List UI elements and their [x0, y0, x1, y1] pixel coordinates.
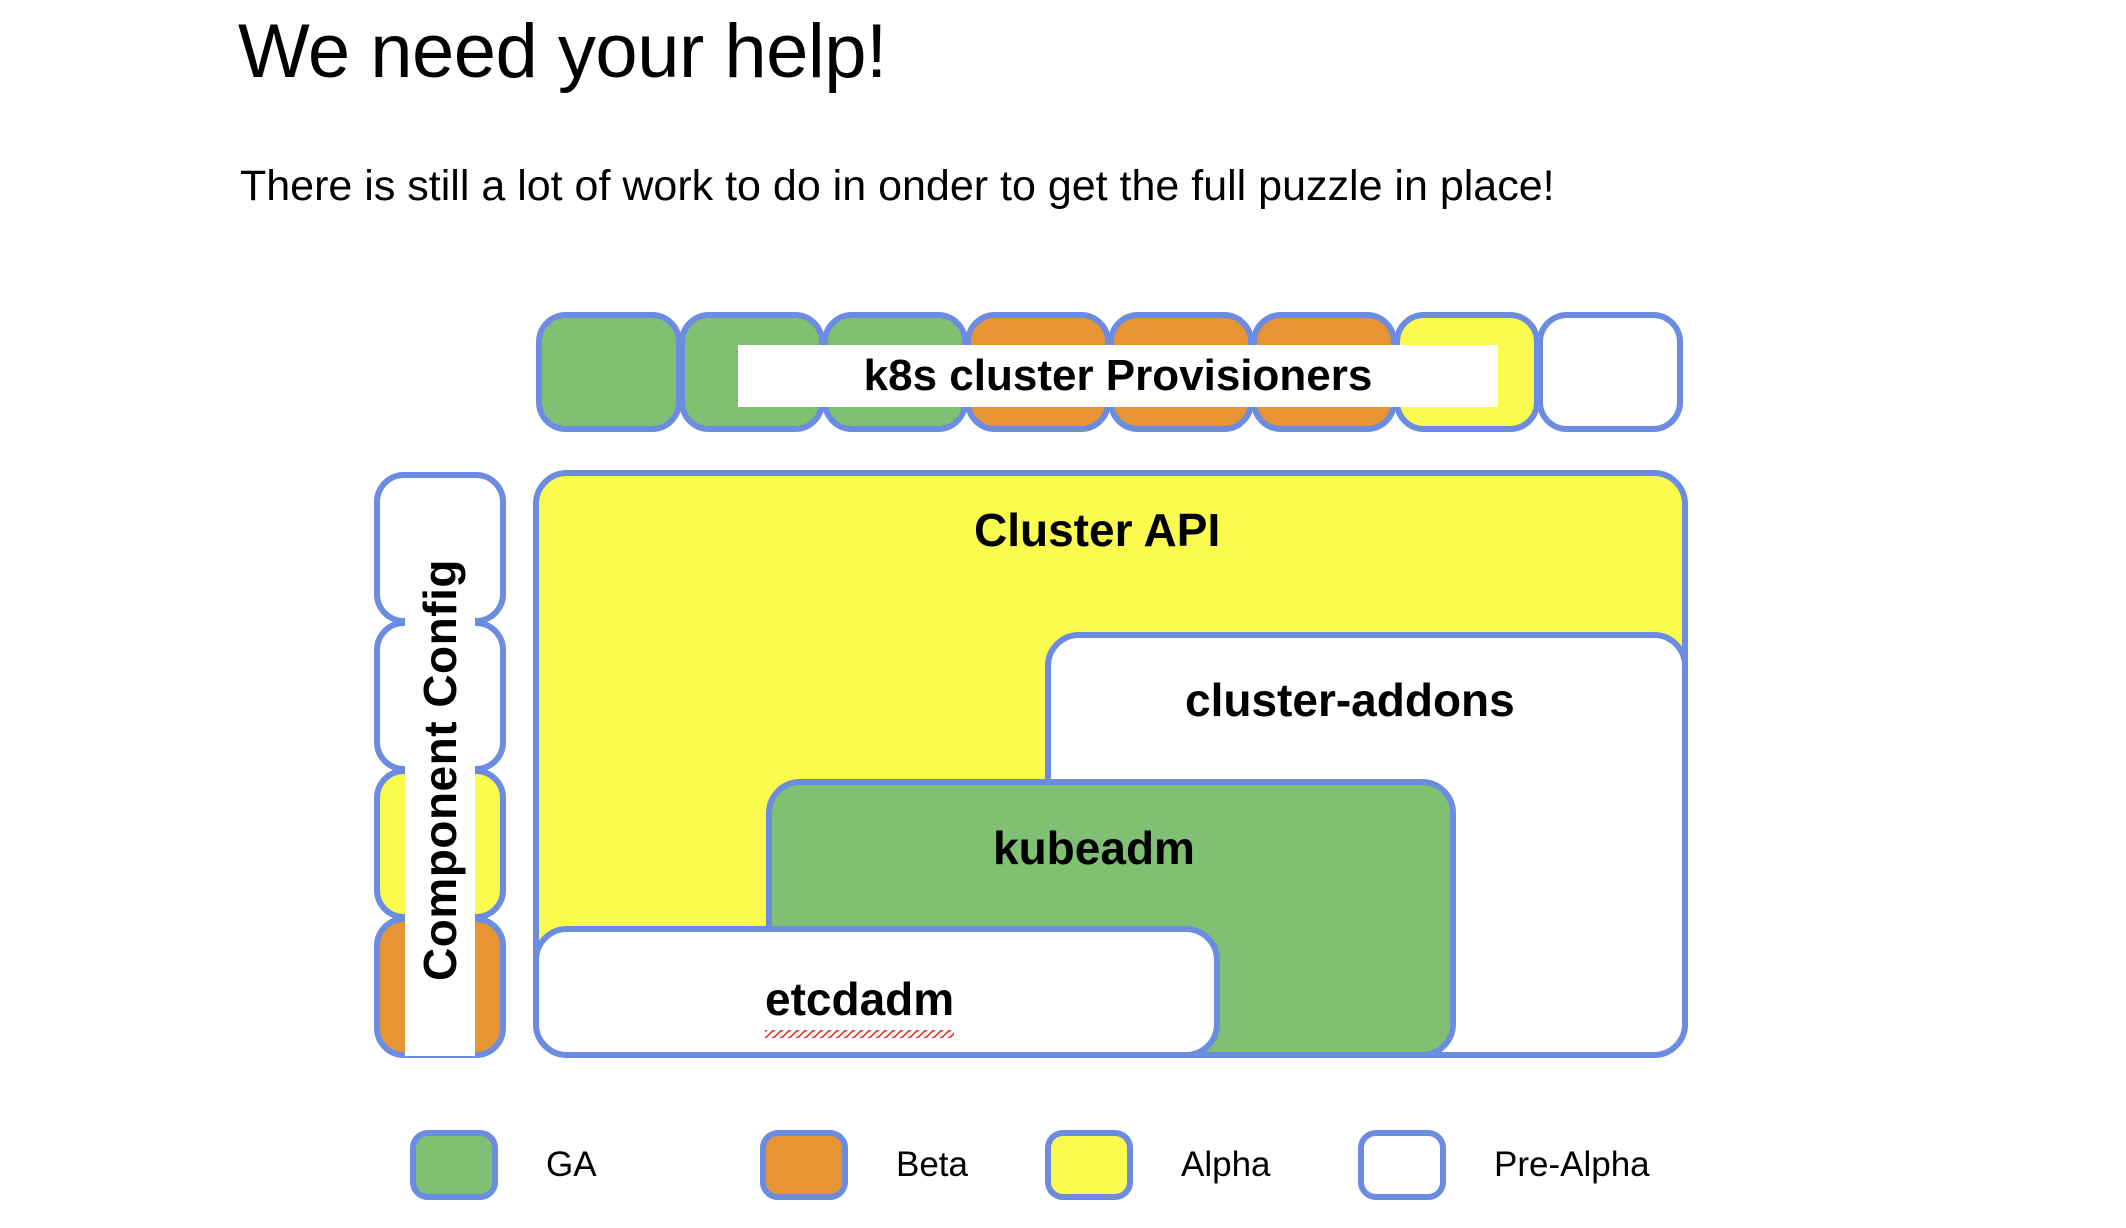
- etcdadm-label-text: etcdadm: [765, 973, 955, 1038]
- legend-item-prealpha: Pre-Alpha: [1358, 1122, 1650, 1208]
- legend: GA Beta Alpha Pre-Alpha: [0, 1122, 2126, 1208]
- legend-swatch-prealpha: [1358, 1130, 1446, 1200]
- cluster-addons-label: cluster-addons: [1185, 674, 1515, 726]
- component-config-label: Component Config: [405, 484, 475, 1056]
- legend-label-ga: GA: [546, 1145, 597, 1184]
- legend-item-ga: GA: [410, 1122, 597, 1208]
- legend-label-prealpha: Pre-Alpha: [1494, 1145, 1650, 1184]
- provisioner-row-label: k8s cluster Provisioners: [738, 345, 1498, 407]
- provisioner-tile-8[interactable]: [1537, 312, 1683, 432]
- etcdadm-label: etcdadm: [765, 972, 955, 1038]
- kubeadm-label: kubeadm: [993, 822, 1195, 874]
- legend-swatch-ga: [410, 1130, 498, 1200]
- legend-item-beta: Beta: [760, 1122, 968, 1208]
- provisioner-tile-1[interactable]: [536, 312, 682, 432]
- component-config-label-text: Component Config: [414, 559, 467, 981]
- legend-swatch-alpha: [1045, 1130, 1133, 1200]
- legend-label-alpha: Alpha: [1181, 1145, 1271, 1184]
- legend-item-alpha: Alpha: [1045, 1122, 1271, 1208]
- legend-label-beta: Beta: [896, 1145, 968, 1184]
- page-title: We need your help!: [238, 9, 887, 94]
- cluster-api-label: Cluster API: [974, 504, 1221, 556]
- legend-swatch-beta: [760, 1130, 848, 1200]
- page-subtitle: There is still a lot of work to do in on…: [240, 162, 1555, 210]
